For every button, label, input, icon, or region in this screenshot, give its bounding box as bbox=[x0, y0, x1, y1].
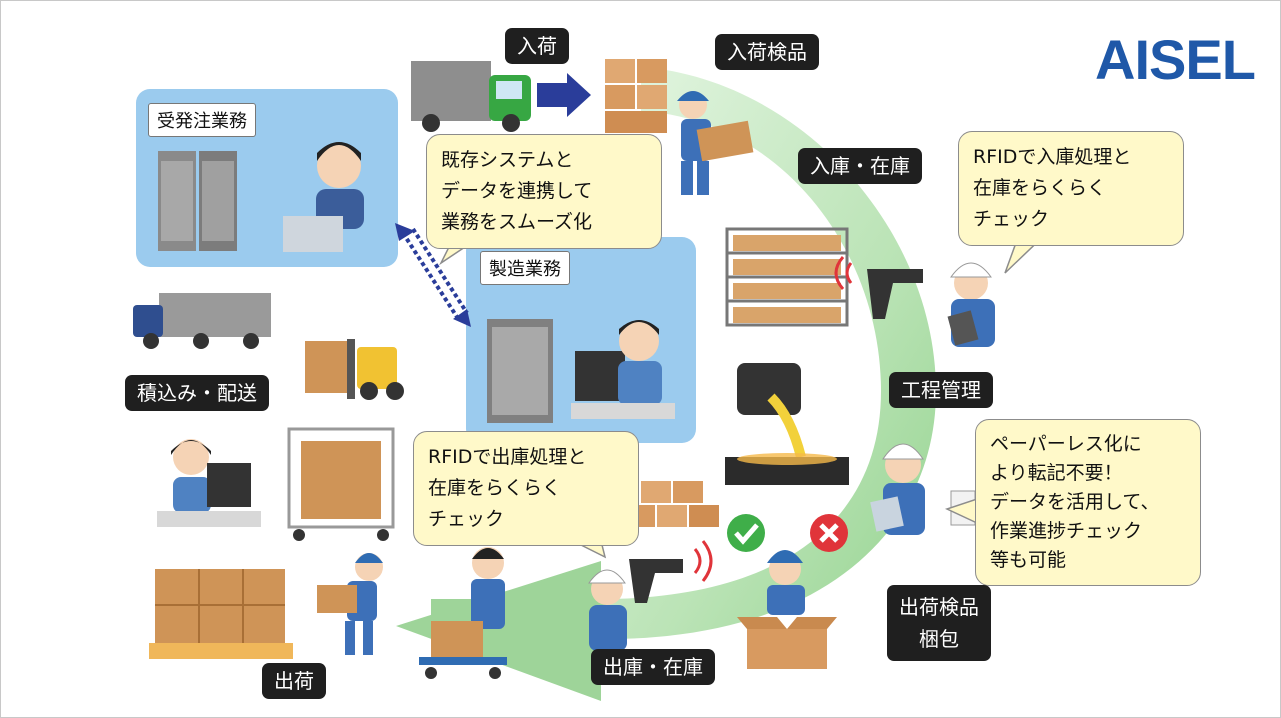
truck-icon bbox=[411, 61, 531, 132]
check-icon bbox=[727, 514, 765, 552]
bubble-line: 在庫をらくらく bbox=[973, 177, 1107, 199]
worker-carrying-box-icon bbox=[317, 553, 383, 655]
shipping-inspection-line: 梱包 bbox=[919, 627, 959, 651]
bubble-line: データを連携して bbox=[441, 180, 593, 202]
bubble-line: RFIDで入庫処理と bbox=[973, 146, 1132, 168]
inbound-inspection-label: 入荷検品 bbox=[715, 34, 819, 70]
bubble-line: データを活用して、 bbox=[990, 491, 1160, 513]
inbound-label: 入荷 bbox=[505, 28, 569, 64]
shelf-icon bbox=[725, 227, 849, 327]
bubble-line: より転記不要！ bbox=[990, 462, 1123, 484]
cage-cart-icon bbox=[287, 427, 395, 541]
worker-carrying-box-icon bbox=[677, 91, 754, 195]
office-worker-icon bbox=[571, 320, 675, 419]
rfid-reader-icon bbox=[629, 540, 713, 603]
process-management-label: 工程管理 bbox=[889, 372, 993, 408]
server-icon bbox=[158, 151, 237, 251]
bubble-line: RFIDで出庫処理と bbox=[428, 446, 587, 468]
shipping-inspection-line: 出荷検品 bbox=[899, 595, 979, 619]
data-link-arrow-icon bbox=[395, 223, 471, 327]
bubble-line: 在庫をらくらく bbox=[428, 477, 562, 499]
storage-inventory-out-label: 出庫・在庫 bbox=[591, 649, 715, 685]
bubble-line: チェック bbox=[428, 508, 505, 530]
loading-delivery-label: 積込み・配送 bbox=[125, 375, 269, 411]
system-integration-bubble: 既存システムと データを連携して 業務をスムーズ化 bbox=[426, 134, 662, 249]
office-worker-icon bbox=[157, 439, 261, 527]
bubble-line: 等も可能 bbox=[990, 549, 1067, 571]
worker-with-cart-icon bbox=[419, 547, 507, 679]
shipping-inspection-label: 出荷検品 梱包 bbox=[887, 585, 991, 661]
brand-logo: AISEL bbox=[1095, 28, 1256, 91]
forklift-icon bbox=[305, 339, 404, 400]
operator-icon bbox=[283, 142, 364, 252]
rfid-inbound-bubble: RFIDで入庫処理と 在庫をらくらく チェック bbox=[958, 131, 1184, 246]
rfid-outbound-bubble: RFIDで出庫処理と 在庫をらくらく チェック bbox=[413, 431, 639, 546]
bubble-line: 既存システムと bbox=[441, 149, 574, 171]
bubble-line: 業務をスムーズ化 bbox=[441, 211, 593, 233]
rfid-reader-icon bbox=[834, 256, 923, 319]
server-icon bbox=[487, 319, 553, 423]
packer-icon bbox=[737, 550, 837, 669]
shipping-label: 出荷 bbox=[262, 663, 326, 699]
bubble-line: 作業進捗チェック bbox=[990, 520, 1143, 542]
orders-panel-title: 受発注業務 bbox=[148, 103, 256, 137]
manufacturing-panel-title: 製造業務 bbox=[480, 251, 570, 285]
bubble-line: ペーパーレス化に bbox=[990, 433, 1142, 455]
semi-truck-icon bbox=[133, 293, 271, 349]
worker-with-tablet-icon bbox=[947, 262, 995, 347]
bubble-line: チェック bbox=[973, 208, 1050, 230]
molten-metal-ladle-icon bbox=[725, 363, 849, 485]
pallet-boxes-icon bbox=[149, 569, 293, 659]
arrow-icon bbox=[537, 73, 591, 117]
storage-inventory-in-label: 入庫・在庫 bbox=[798, 148, 922, 184]
worker-with-reader-icon bbox=[588, 569, 627, 651]
inspector-icon bbox=[870, 443, 925, 535]
paperless-bubble: ペーパーレス化に より転記不要！ データを活用して、 作業進捗チェック 等も可能 bbox=[975, 419, 1201, 586]
boxes-icon bbox=[605, 59, 667, 133]
